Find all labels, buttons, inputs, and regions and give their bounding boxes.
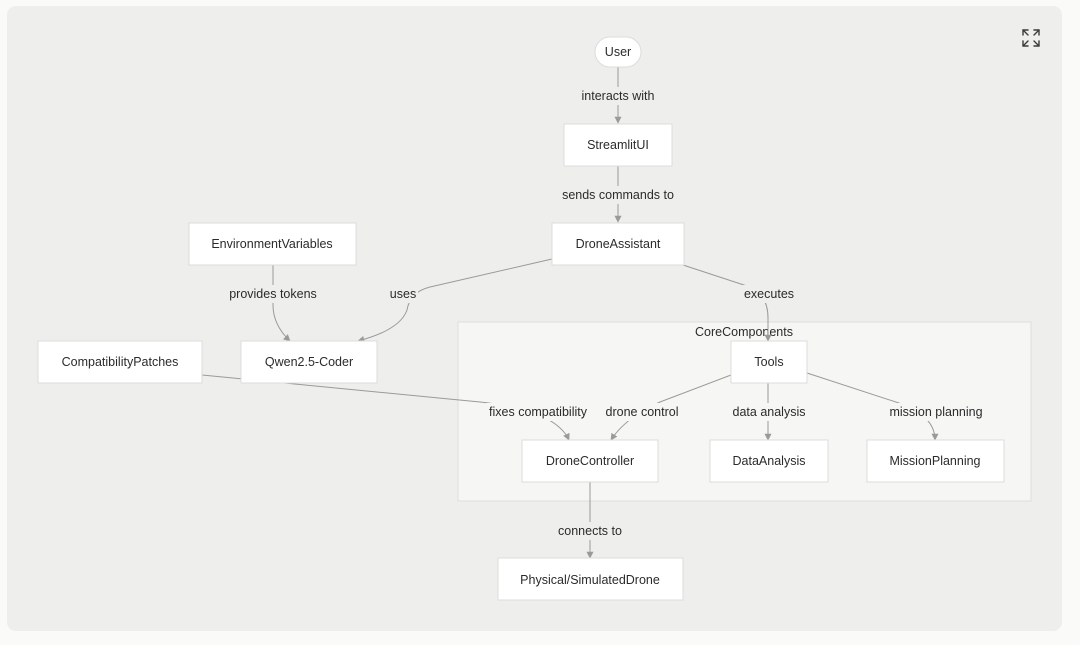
node-drone-controller-label: DroneController xyxy=(546,454,634,468)
edge-label-uses: uses xyxy=(390,287,416,301)
node-mission-planning-label: MissionPlanning xyxy=(889,454,980,468)
node-environment-variables[interactable]: EnvironmentVariables xyxy=(188,222,357,266)
expand-icon xyxy=(1022,29,1040,47)
edge-label-fixes-compatibility: fixes compatibility xyxy=(489,405,588,419)
edge-env-qwen xyxy=(272,265,291,342)
node-qwen-coder-label: Qwen2.5-Coder xyxy=(265,355,353,369)
node-data-analysis-label: DataAnalysis xyxy=(733,454,806,468)
edge-assistant-qwen xyxy=(357,258,553,343)
edge-label-data-analysis: data analysis xyxy=(733,405,806,419)
node-data-analysis[interactable]: DataAnalysis xyxy=(709,439,829,483)
node-streamlit-ui-label: StreamlitUI xyxy=(587,138,649,152)
edge-label-provides-tokens: provides tokens xyxy=(229,287,317,301)
edge-label-sends-commands: sends commands to xyxy=(562,188,674,202)
node-physical-drone[interactable]: Physical/SimulatedDrone xyxy=(497,557,684,601)
node-streamlit-ui[interactable]: StreamlitUI xyxy=(563,123,673,167)
node-mission-planning[interactable]: MissionPlanning xyxy=(866,439,1005,483)
edge-label-connects-to: connects to xyxy=(558,524,622,538)
edge-label-executes: executes xyxy=(744,287,794,301)
node-drone-controller[interactable]: DroneController xyxy=(521,439,659,483)
edge-labels: interacts with sends commands to provide… xyxy=(227,87,986,540)
group-core-components-title: CoreComponents xyxy=(695,325,793,339)
diagram-panel xyxy=(7,6,1062,631)
node-compatibility-patches-label: CompatibilityPatches xyxy=(62,355,179,369)
node-user-label: User xyxy=(605,45,631,59)
edge-label-mission-planning: mission planning xyxy=(889,405,982,419)
edge-label-drone-control: drone control xyxy=(606,405,679,419)
node-qwen-coder[interactable]: Qwen2.5-Coder xyxy=(240,340,378,384)
node-compatibility-patches[interactable]: CompatibilityPatches xyxy=(37,340,203,384)
expand-button[interactable] xyxy=(1019,26,1043,50)
node-drone-assistant[interactable]: DroneAssistant xyxy=(551,222,685,266)
node-tools[interactable]: Tools xyxy=(730,340,808,384)
node-tools-label: Tools xyxy=(754,355,783,369)
node-drone-assistant-label: DroneAssistant xyxy=(576,237,661,251)
edge-label-interacts-with: interacts with xyxy=(582,89,655,103)
node-user[interactable]: User xyxy=(594,36,642,68)
node-environment-variables-label: EnvironmentVariables xyxy=(211,237,332,251)
node-physical-drone-label: Physical/SimulatedDrone xyxy=(520,573,660,587)
